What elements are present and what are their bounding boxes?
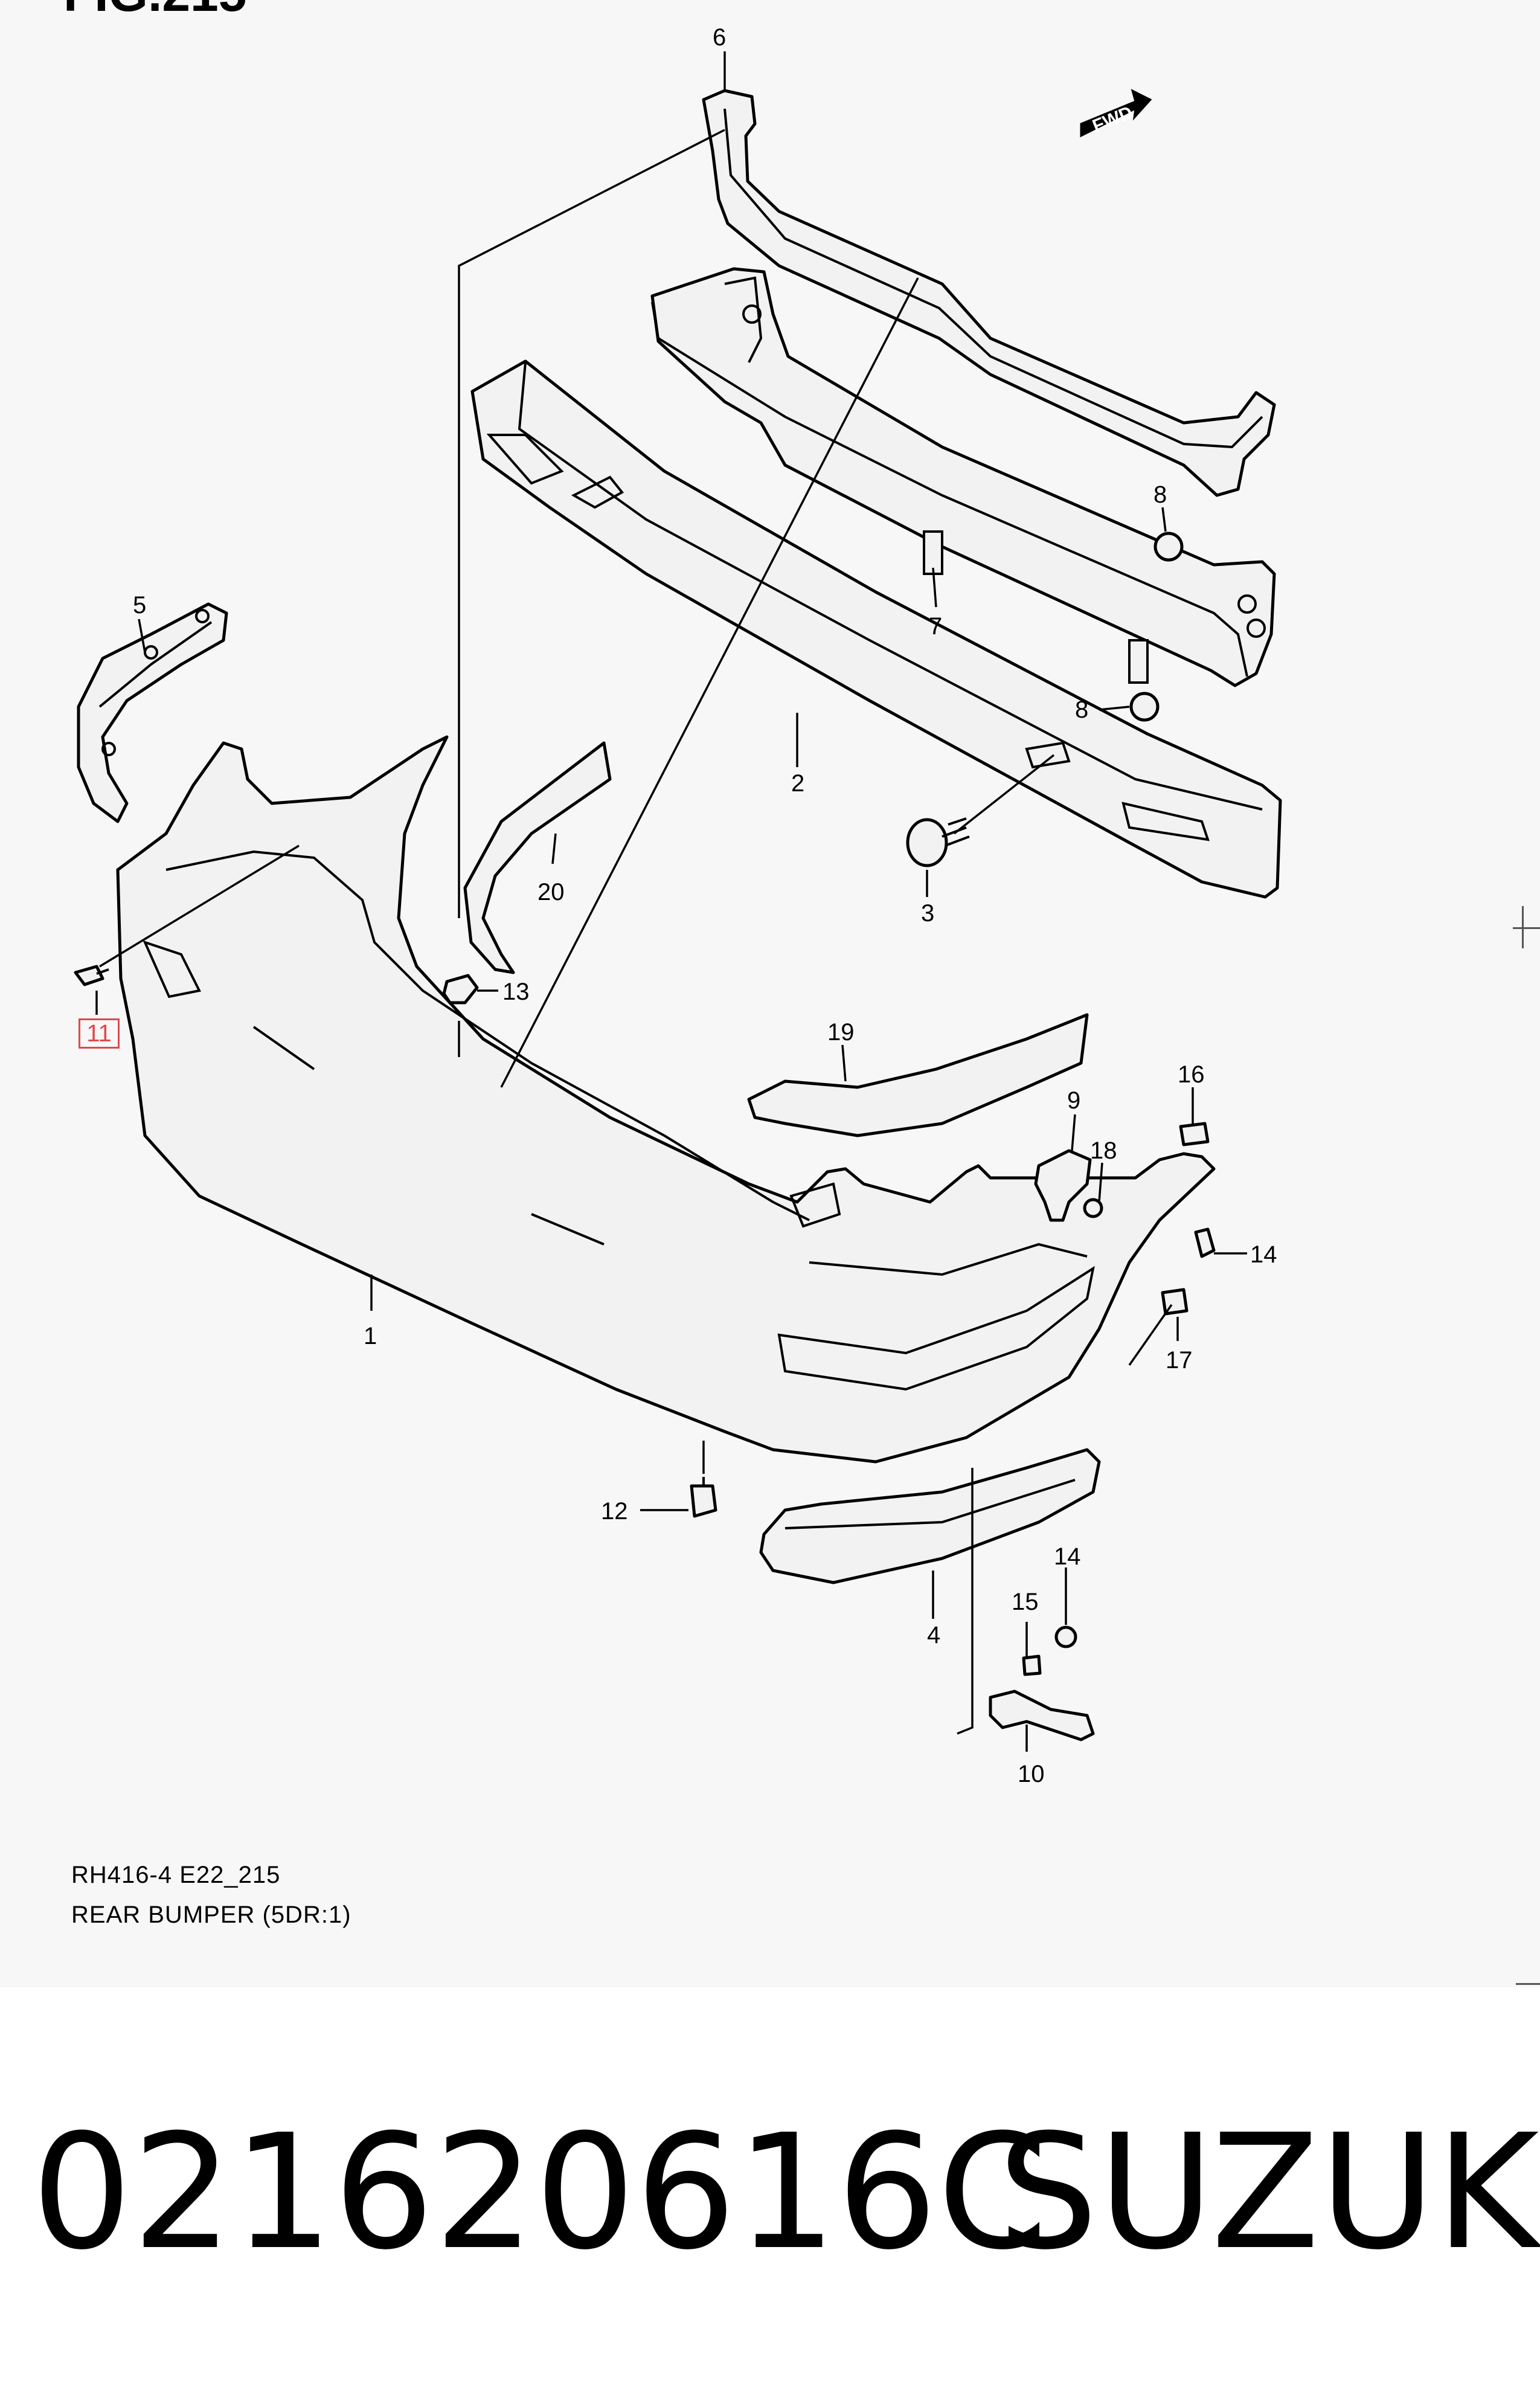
part-11-screw-icon bbox=[74, 965, 109, 986]
edge-tick-mark-vertical bbox=[1522, 906, 1524, 948]
callout-9: 9 bbox=[1067, 1087, 1080, 1114]
part-20-spacer bbox=[463, 741, 612, 974]
callout-2: 2 bbox=[791, 770, 804, 797]
callout-12: 12 bbox=[601, 1498, 628, 1525]
part-2-energy-absorber bbox=[470, 359, 1282, 899]
part-8-nut-lower-icon bbox=[1129, 692, 1160, 722]
callout-10: 10 bbox=[1018, 1761, 1045, 1787]
callout-6: 6 bbox=[713, 24, 726, 51]
callout-3: 3 bbox=[921, 900, 934, 927]
callout-13: 13 bbox=[502, 979, 530, 1005]
part-16-clip bbox=[1179, 1122, 1210, 1146]
leader-lines bbox=[95, 51, 1247, 1752]
callout-14-lower: 14 bbox=[1054, 1543, 1081, 1570]
part-5-side-bracket bbox=[77, 602, 228, 823]
callout-8-upper: 8 bbox=[1153, 481, 1167, 508]
part-8-nut-upper-icon bbox=[1153, 532, 1184, 562]
part-6-upper-reinforcement bbox=[702, 89, 1276, 497]
callout-8-lower: 8 bbox=[1075, 696, 1088, 723]
callout-17: 17 bbox=[1166, 1347, 1193, 1374]
part-15-clip-icon bbox=[1022, 1654, 1042, 1676]
edge-tick-mark bbox=[1513, 927, 1540, 929]
part-17-clip bbox=[1161, 1288, 1189, 1316]
figure-code: RH416-4 E22_215 bbox=[71, 1862, 281, 1888]
part-7-lower-reinforcement bbox=[650, 267, 1276, 687]
callout-4: 4 bbox=[927, 1622, 940, 1648]
part-3-push-clip bbox=[906, 817, 970, 867]
highlighted-callout-11: 11 bbox=[79, 1018, 120, 1049]
callout-14-upper: 14 bbox=[1250, 1241, 1277, 1268]
part-number: 021620616C bbox=[31, 2100, 1048, 2284]
callout-labels: 6 5 8 7 8 2 20 3 13 19 9 16 18 14 1 17 1… bbox=[133, 24, 1277, 1787]
part-4-lower-molding bbox=[759, 1448, 1101, 1584]
part-9-retainer bbox=[1034, 1149, 1092, 1222]
figure-description: REAR BUMPER (5DR:1) bbox=[71, 1902, 351, 1928]
part-12-bolt-icon bbox=[690, 1477, 717, 1518]
callout-16: 16 bbox=[1178, 1061, 1205, 1088]
figure-title: FIG.215 bbox=[63, 0, 246, 22]
part-14-screw-upper-icon bbox=[1194, 1227, 1216, 1258]
product-banner bbox=[0, 1987, 1540, 2392]
rear-bumper-exploded-diagram: FIG.215 FWD bbox=[63, 0, 1282, 1787]
callout-1: 1 bbox=[364, 1323, 377, 1349]
callout-18: 18 bbox=[1090, 1137, 1117, 1164]
part-13-push-rivet-icon bbox=[442, 974, 479, 1005]
callout-7: 7 bbox=[929, 613, 942, 640]
part-18-screw-icon bbox=[1083, 1198, 1103, 1218]
callout-20: 20 bbox=[537, 879, 565, 905]
part-19-side-molding bbox=[747, 1013, 1089, 1137]
fwd-arrow-icon: FWD bbox=[1080, 89, 1152, 138]
part-1-bumper-cover bbox=[116, 735, 1216, 1464]
part-14-screw-lower-icon bbox=[1054, 1625, 1077, 1648]
edge-tick-mark-bottom bbox=[1516, 1983, 1540, 1985]
parts-diagram-area: FIG.215 FWD bbox=[63, 0, 1540, 1985]
brand-name: SUZUKI bbox=[998, 2100, 1540, 2284]
callout-19: 19 bbox=[827, 1019, 855, 1046]
callout-5: 5 bbox=[133, 592, 146, 619]
part-10-bracket bbox=[989, 1690, 1095, 1741]
callout-15: 15 bbox=[1012, 1589, 1039, 1615]
fwd-label: FWD bbox=[1089, 103, 1135, 137]
